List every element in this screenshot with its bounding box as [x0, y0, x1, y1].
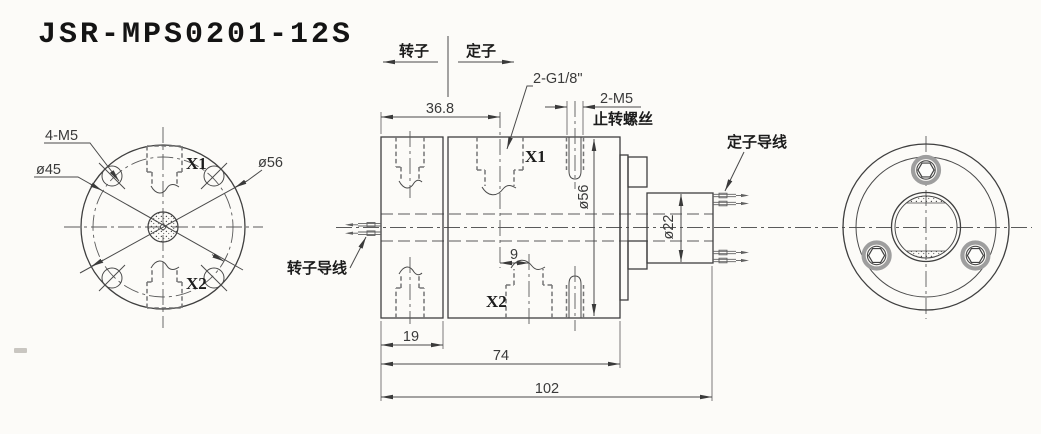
stray-mark [14, 348, 27, 353]
end-center-bore [890, 191, 962, 263]
rotor-wires [344, 222, 382, 236]
stator-side-label: 定子 [466, 42, 496, 60]
front-bolt-holes [98, 162, 228, 292]
rotor-wire-label: 转子导线 [287, 259, 347, 277]
front-bolt-circle [92, 156, 234, 298]
set-screw-spec-label: 2-M5 [600, 91, 633, 107]
front-view: X1 X2 4-M5 ø45 ø56 [34, 127, 283, 328]
bolt-circle-arrow-1 [89, 182, 103, 191]
rotor-block [380, 136, 444, 319]
shaft-dia-label: ø22 [661, 215, 677, 240]
stator-boss-bottom [627, 240, 648, 270]
port-thread-leader [506, 85, 533, 150]
rotor-port-bottom [395, 257, 425, 324]
bolt-spec-leader [44, 142, 120, 182]
dim-19-label: 19 [403, 329, 419, 345]
bolt-circle-dim-line [34, 176, 244, 271]
dim-102-label: 102 [535, 381, 559, 397]
set-screw-top [565, 101, 585, 189]
end-outer-circle [842, 143, 1010, 311]
front-port-x1 [146, 145, 183, 194]
front-outer-arrow-1 [234, 179, 248, 188]
front-outer-circle [80, 144, 246, 310]
bolt-circle-arrow-2 [211, 253, 225, 262]
front-outer-dia-label: ø56 [258, 155, 283, 171]
front-outer-arrow-2 [90, 258, 104, 267]
section-x1-label: X1 [525, 147, 546, 166]
set-screw-bottom [565, 266, 585, 331]
rotor-port-top [395, 131, 425, 198]
rotor-wire-leader [349, 236, 367, 269]
stator-wire-label: 定子导线 [727, 133, 787, 151]
front-x1-label: X1 [186, 154, 207, 173]
front-x2-label: X2 [186, 274, 207, 293]
port-thread-label: 2-G1/8" [533, 71, 582, 87]
stator-boss-top [627, 156, 648, 188]
rotor-side-label: 转子 [399, 42, 429, 60]
set-screw-name-label: 止转螺丝 [593, 110, 653, 128]
stator-port-x1 [476, 112, 524, 268]
stator-shaft-cylinder [646, 192, 714, 264]
stator-flange [619, 154, 629, 301]
front-outer-dim-line [79, 169, 263, 274]
bolt-spec-label: 4-M5 [45, 128, 78, 144]
stator-wire-leader [724, 151, 745, 192]
section-x2-label: X2 [486, 292, 507, 311]
bolt-circle-dia-label: ø45 [36, 162, 61, 178]
end-view [842, 136, 1010, 319]
front-port-x2 [146, 260, 183, 309]
dim-9-label: 9 [510, 247, 518, 263]
dim-36-8-label: 36.8 [426, 101, 454, 117]
drawing-title: JSR-MPS0201-12S [38, 18, 353, 52]
stator-port-x2 [505, 254, 553, 325]
body-dia-label: ø56 [576, 185, 592, 210]
stator-wires [712, 192, 750, 264]
section-view: X1 X2 36.8 [287, 71, 1032, 401]
dim-74-label: 74 [493, 348, 509, 364]
rotor-stator-header: 转子 定子 [383, 36, 514, 97]
